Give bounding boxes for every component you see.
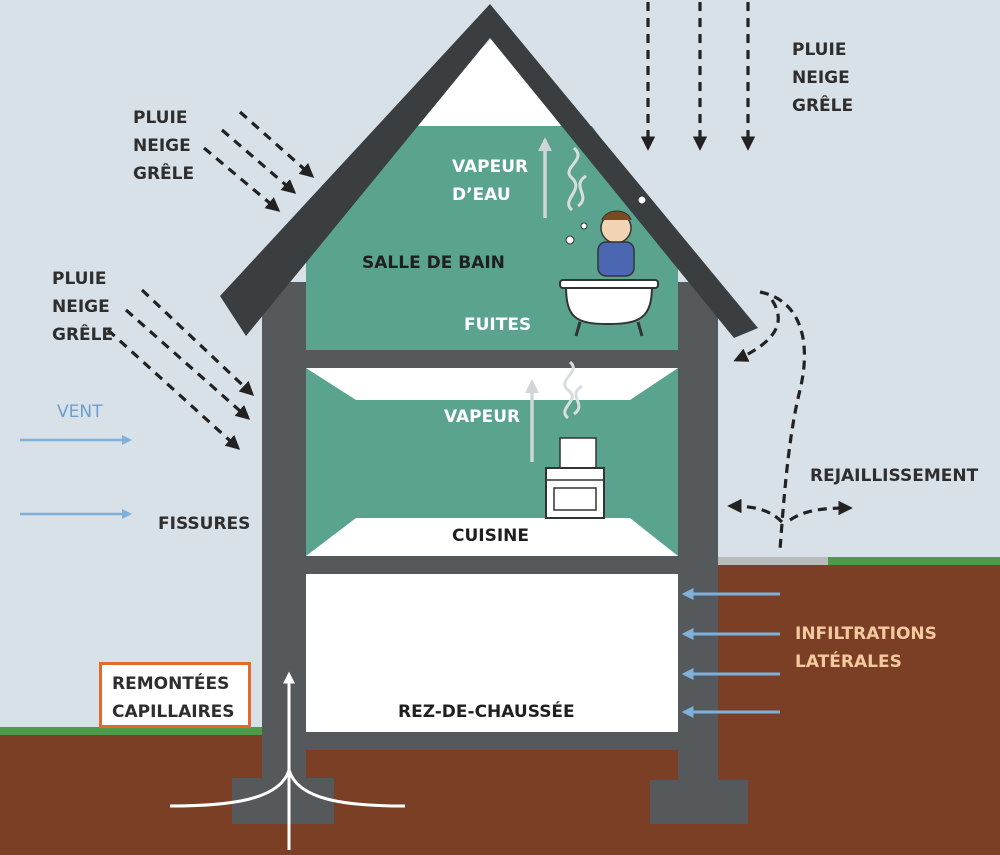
precip-arrows-top-left — [202, 110, 315, 212]
wind-arrows — [20, 435, 132, 519]
lateral-infiltration-arrows — [681, 588, 780, 718]
room-ground-floor — [306, 574, 678, 732]
grass-left — [0, 727, 262, 735]
kitchen-ceiling-light — [306, 368, 678, 400]
splash-arrows — [727, 290, 853, 551]
slab-ground — [262, 732, 718, 750]
footing-left — [232, 778, 334, 824]
leaks-label: FUITES — [464, 315, 532, 335]
slab-first — [262, 556, 718, 574]
kitchen-label: CUISINE — [452, 526, 530, 546]
capillary-rise-arrows — [169, 671, 406, 850]
precip-label-top-left: PLUIE NEIGE GRÊLE — [133, 108, 195, 184]
paving-strip — [718, 557, 828, 565]
person-in-bathtub-icon — [559, 195, 659, 337]
cracks-label: FISSURES — [158, 514, 251, 534]
slab-attic — [262, 350, 718, 368]
ground-floor-label: REZ-DE-CHAUSSÉE — [398, 702, 575, 722]
capillary-rise-callout — [99, 662, 251, 728]
precip-label-mid-left: PLUIE NEIGE GRÊLE — [52, 269, 114, 345]
lateral-infiltration-label: INFILTRATIONS LATÉRALES — [795, 624, 937, 672]
splash-back-label: REJAILLISSEMENT — [810, 466, 979, 486]
water-vapour-label: VAPEUR D’EAU — [452, 157, 529, 205]
precip-arrows-top-right — [640, 2, 756, 151]
soil-left — [0, 735, 262, 855]
vapour-arrows — [525, 137, 552, 462]
footing-right — [650, 780, 748, 824]
bathroom-label: SALLE DE BAIN — [362, 253, 505, 273]
grass-right — [718, 557, 1000, 565]
vapour-label: VAPEUR — [444, 407, 521, 427]
soil-right — [718, 565, 1000, 855]
precip-arrows-mid-left — [106, 288, 255, 450]
cooking-stove-icon — [545, 437, 605, 519]
capillary-rise-label: REMONTÉES CAPILLAIRES — [112, 674, 235, 722]
wind-label: VENT — [57, 402, 103, 422]
steam-swirls — [563, 146, 587, 420]
kitchen-floor-light — [306, 518, 678, 556]
left-wall — [262, 282, 306, 820]
precip-label-top-right: PLUIE NEIGE GRÊLE — [792, 40, 854, 116]
